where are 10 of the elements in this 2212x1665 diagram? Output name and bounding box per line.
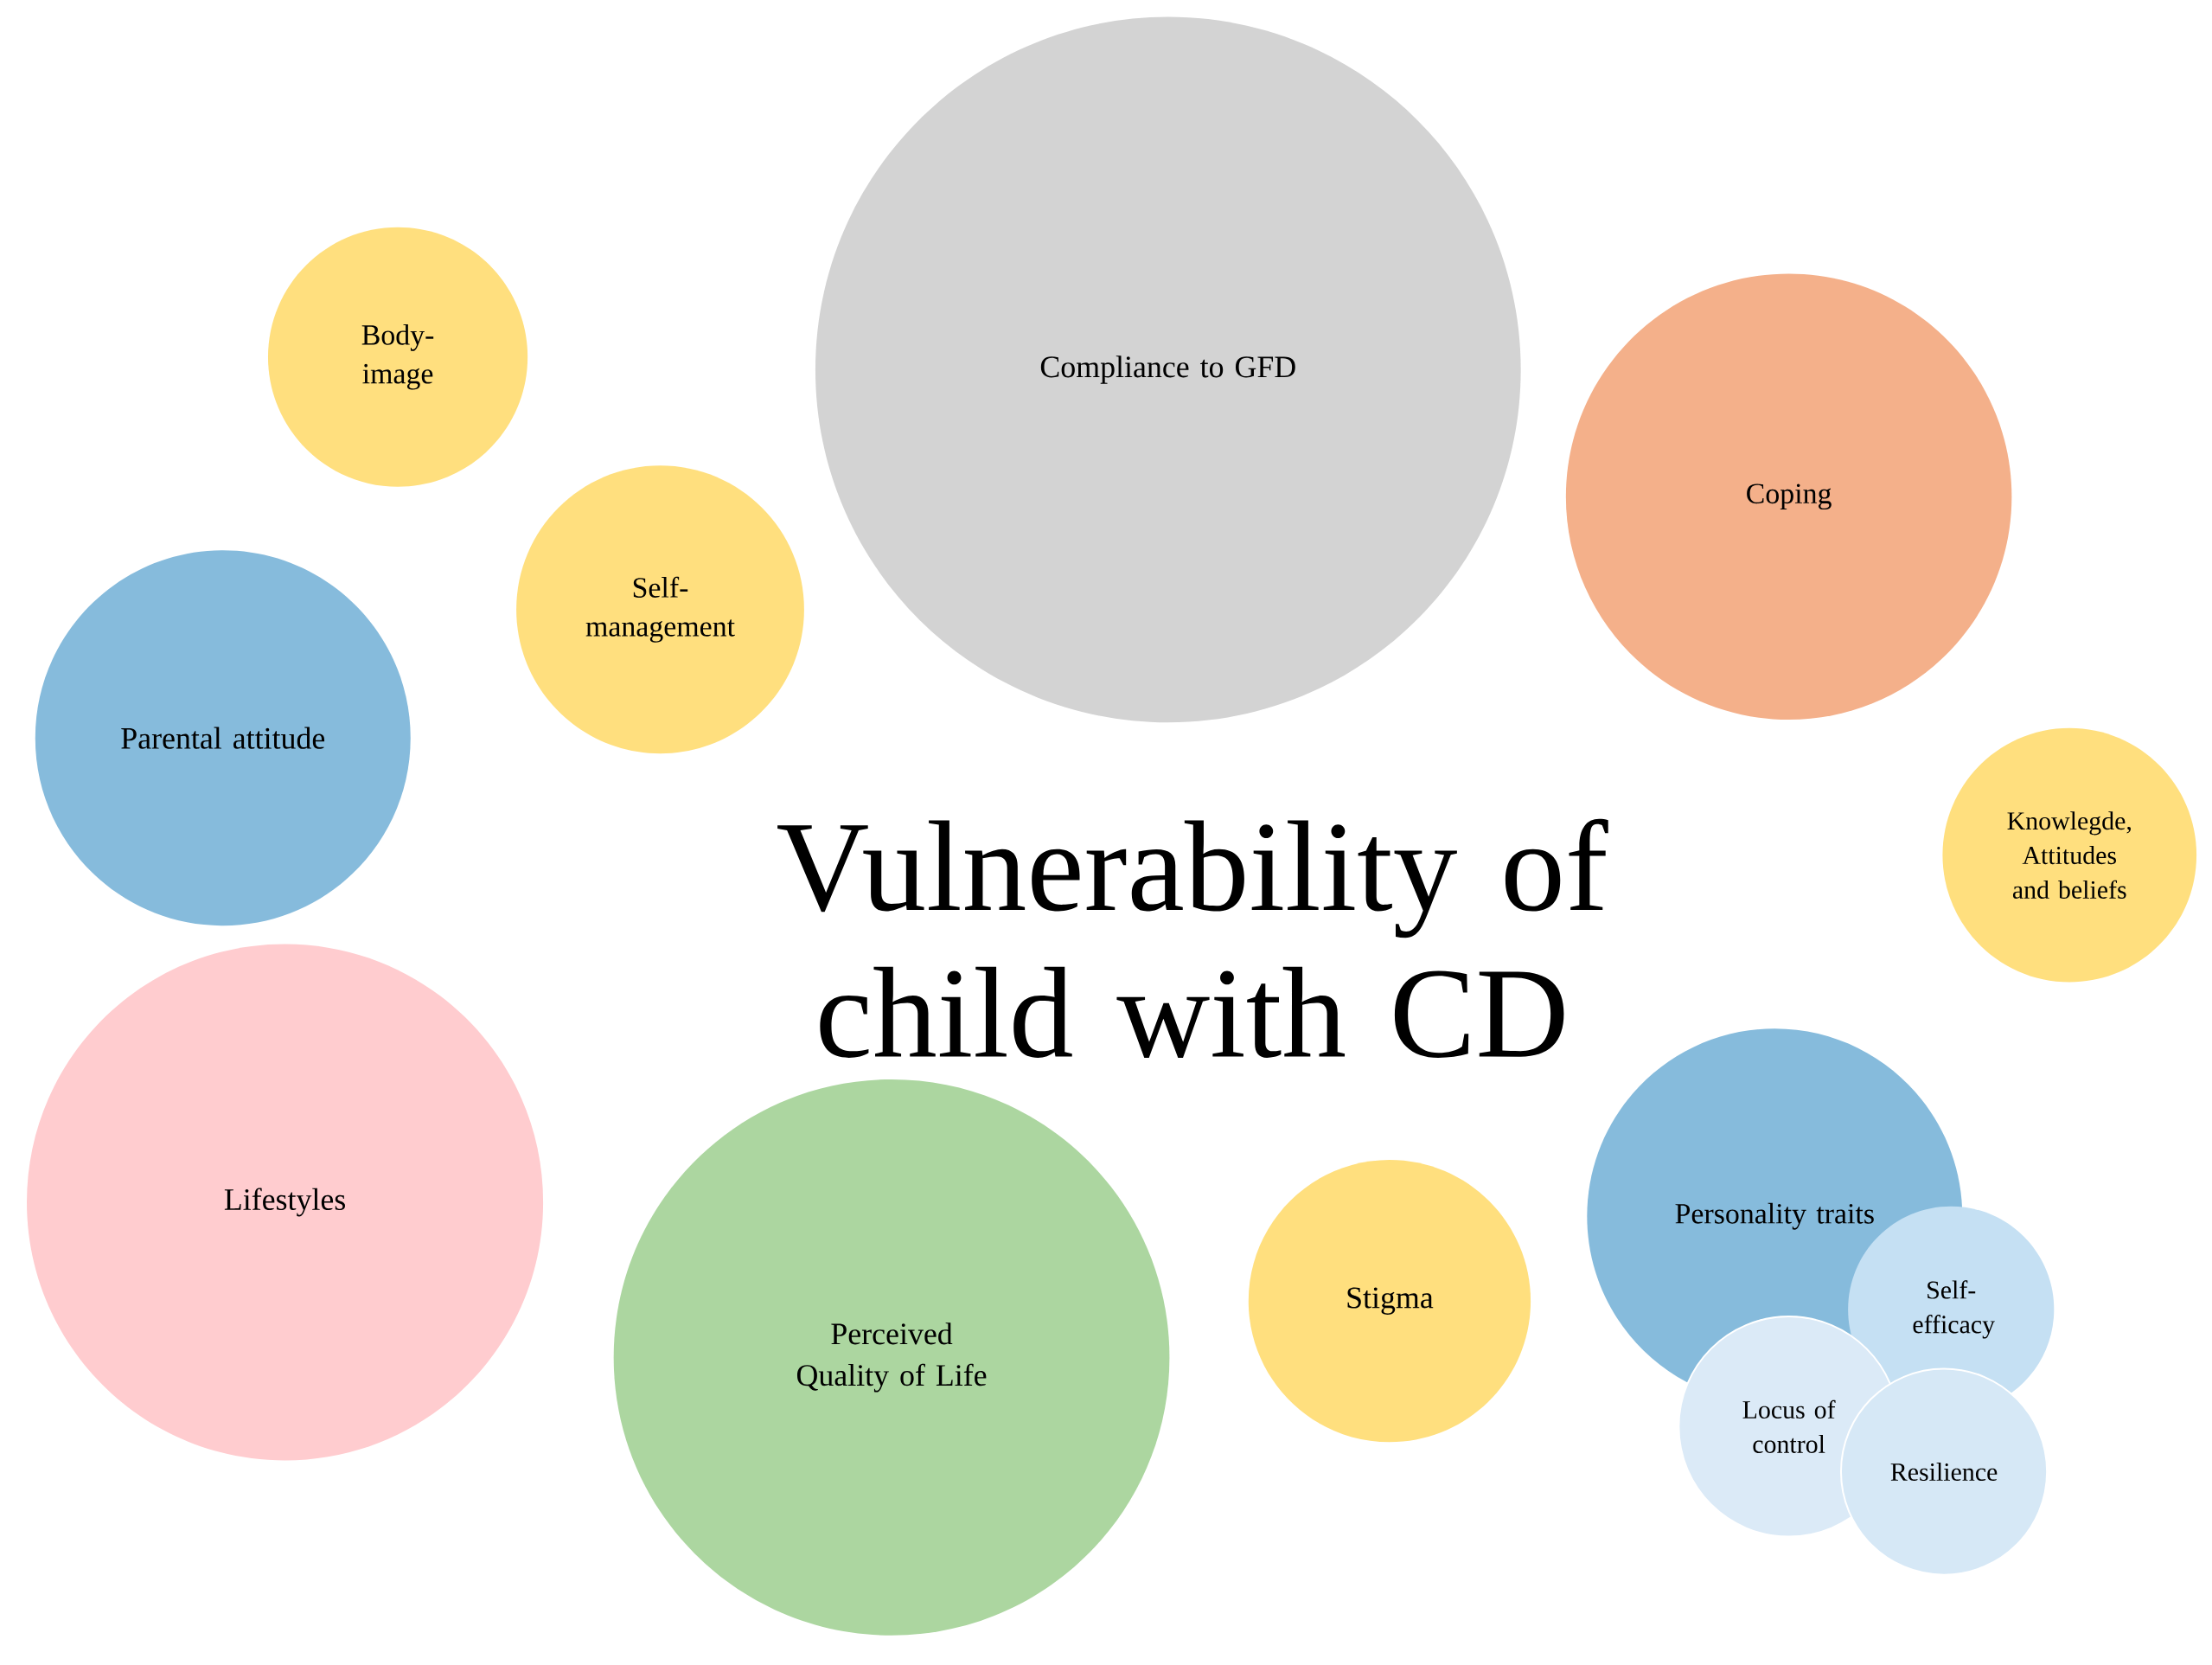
circle-bubble: Body-image — [268, 227, 528, 487]
circle-bubble: Self-management — [516, 465, 804, 754]
circle-bubble: Lifestyles — [27, 944, 544, 1461]
circle-bubble: Perceived Quality of Life — [613, 1079, 1170, 1636]
circle-bubble: Coping — [1565, 273, 2012, 720]
circle-bubble: Compliance to GFD — [815, 16, 1521, 723]
circle-bubble: Knowlegde, Attitudes and beliefs — [1942, 727, 2197, 983]
circle-bubble: Resilience — [1839, 1367, 2049, 1576]
circle-bubble: Parental attitude — [35, 550, 411, 926]
circle-bubble: Stigma — [1248, 1160, 1531, 1443]
